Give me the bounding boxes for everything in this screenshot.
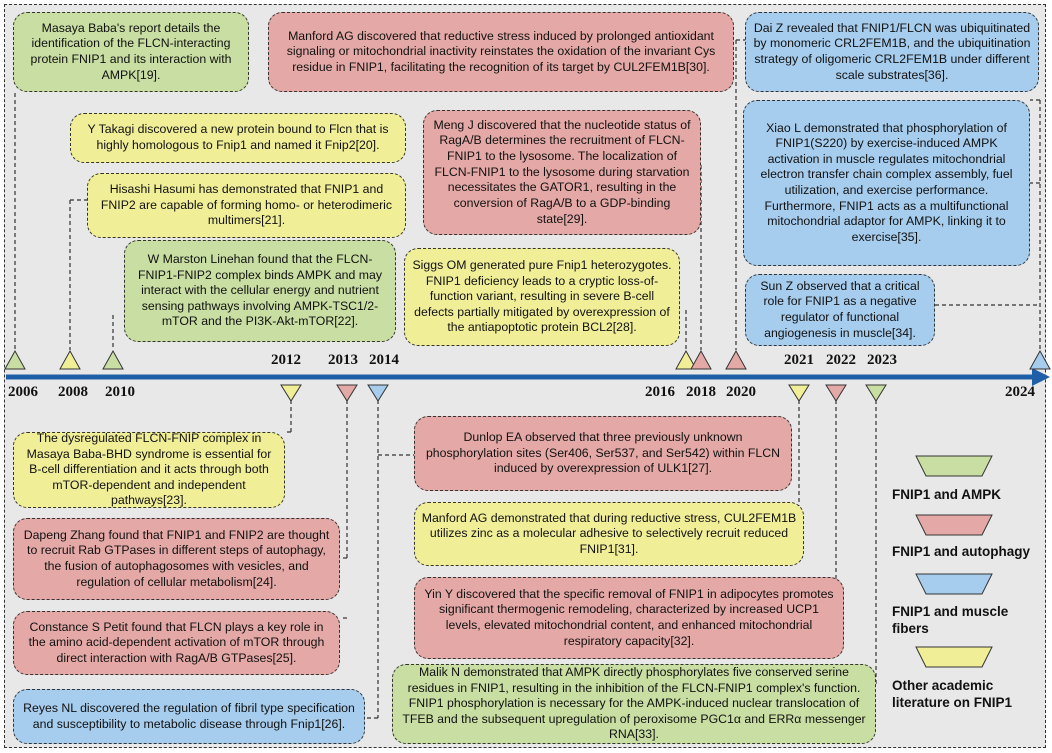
event-dunlop-2014: Dunlop EA observed that three previously… [414, 416, 792, 491]
year-label: 2023 [867, 352, 897, 368]
legend-swatch-other [915, 646, 993, 668]
event-sun-2024: Sun Z observed that a critical role for … [745, 274, 935, 346]
marker-2022 [825, 384, 847, 402]
event-malik-2023: Malik N demonstrated that AMPK directly … [392, 664, 876, 744]
marker-2023 [865, 384, 887, 402]
event-dai-2024: Dai Z revealed that FNIP1/FLCN was ubiqu… [745, 12, 1039, 92]
event-reyes-2014: Reyes NL discovered the regulation of fi… [13, 689, 365, 744]
legend-swatch-autophagy [915, 514, 993, 536]
event-dysreg-2012: The dysregulated FLCN-FNIP complex in Ma… [13, 432, 285, 508]
marker-2024 [1029, 349, 1051, 370]
marker-2018 [690, 349, 712, 370]
year-label: 2014 [369, 352, 399, 368]
marker-2010 [102, 349, 124, 370]
marker-2014 [367, 384, 389, 402]
event-baba-2006: Masaya Baba's report details the identif… [13, 12, 249, 92]
event-yin-2022: Yin Y discovered that the specific remov… [414, 577, 844, 659]
event-zhang-2013: Dapeng Zhang found that FNIP1 and FNIP2 … [13, 518, 340, 600]
year-label: 2010 [105, 384, 135, 400]
legend-label-autophagy: FNIP1 and autophagy [892, 544, 1031, 559]
event-manford-zinc-2021: Manford AG demonstrated that during redu… [414, 502, 804, 566]
legend-label-ampk: FNIP1 and AMPK [892, 487, 1002, 502]
legend-swatch-muscle [915, 573, 993, 595]
year-label: 2021 [784, 352, 814, 368]
event-petit-2013: Constance S Petit found that FLCN plays … [13, 611, 340, 675]
year-label: 2020 [726, 384, 756, 400]
event-xiao-2024: Xiao L demonstrated that phosphorylation… [743, 100, 1030, 266]
event-hasumi-2008: Hisashi Hasumi has demonstrated that FNI… [87, 173, 406, 238]
marker-2021 [788, 384, 810, 402]
marker-2020 [725, 349, 747, 370]
year-label: 2006 [8, 384, 38, 400]
year-label: 2008 [58, 384, 88, 400]
year-label: 2012 [271, 352, 301, 368]
legend-label-other: Other academic literature on FNIP1 [892, 678, 1013, 710]
year-label: 2018 [686, 384, 716, 400]
marker-2016 [675, 349, 697, 370]
legend-label-muscle: FNIP1 and muscle fibers [892, 604, 1009, 636]
lower-markers [280, 384, 887, 402]
event-meng-2020: Meng J discovered that the nucleotide st… [423, 110, 701, 235]
marker-2008 [59, 349, 81, 370]
event-manford-cys-2018: Manford AG discovered that reductive str… [268, 12, 734, 92]
year-label: 2016 [645, 384, 675, 400]
marker-2012 [280, 384, 302, 402]
event-takagi-2008: Y Takagi discovered a new protein bound … [70, 113, 406, 163]
year-label: 2022 [826, 352, 856, 368]
timeline-arrowhead [1032, 368, 1050, 386]
event-siggs-2016: Siggs OM generated pure Fnip1 heterozygo… [404, 248, 680, 346]
marker-2013 [336, 384, 358, 402]
legend-swatch-ampk [915, 455, 993, 477]
year-label: 2013 [328, 352, 358, 368]
year-label: 2024 [1005, 384, 1035, 400]
event-linehan-2010: W Marston Linehan found that the FLCN-FN… [124, 240, 396, 342]
marker-2006 [4, 349, 26, 370]
upper-markers [4, 349, 1051, 370]
